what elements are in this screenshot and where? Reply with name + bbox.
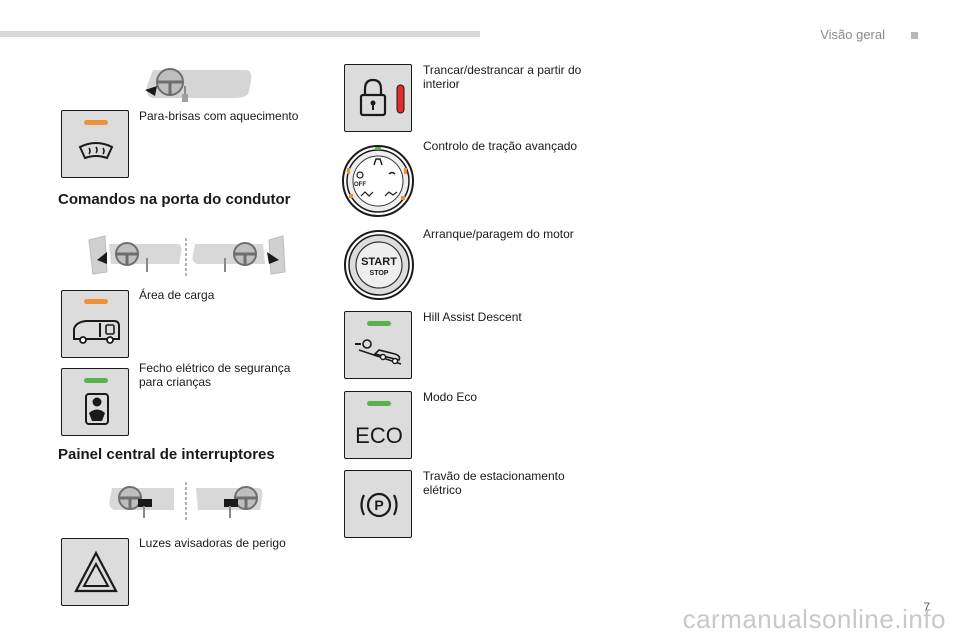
brake-p-text: P [374, 497, 383, 513]
driver-door-heading: Comandos na porta do condutor [58, 191, 291, 208]
hill-descent-label: Hill Assist Descent [423, 310, 522, 324]
header-bar [0, 31, 480, 37]
driver-door-locator-icon [88, 235, 286, 276]
center-panel-locator-icon [109, 482, 263, 520]
center-panel-heading: Painel central de interruptores [58, 446, 275, 463]
hazard-lights-button[interactable] [61, 538, 129, 606]
stop-text: STOP [370, 270, 389, 277]
steering-wheel-locator-icon [145, 68, 252, 102]
heated-windscreen-label: Para-brisas com aquecimento [139, 109, 299, 123]
load-area-lock-button[interactable] [61, 290, 129, 358]
child-lock-button[interactable] [61, 368, 129, 436]
start-stop-label: Arranque/paragem do motor [423, 227, 574, 241]
eco-mode-label: Modo Eco [423, 390, 478, 404]
central-locking-label: Trancar/destrancar a partir do interior [423, 63, 582, 91]
eco-text: ECO [355, 423, 403, 448]
load-area-label: Área de carga [139, 288, 215, 302]
header-square [911, 32, 918, 39]
hill-descent-button[interactable] [344, 311, 412, 379]
traction-control-label: Controlo de tração avançado [423, 139, 578, 153]
central-locking-button[interactable] [344, 64, 412, 132]
child-lock-label: Fecho elétrico de segurança para criança… [139, 361, 291, 389]
traction-control-dial[interactable]: OFF [341, 144, 415, 218]
dial-off-text: OFF [354, 182, 366, 188]
page-number: 7 [923, 600, 930, 614]
eco-mode-button[interactable]: ECO [344, 391, 412, 459]
start-stop-button[interactable]: START STOP [343, 229, 415, 301]
parking-brake-button[interactable]: P [344, 470, 412, 538]
heated-windscreen-button[interactable] [61, 110, 129, 178]
watermark: carmanualsonline.info [682, 604, 946, 634]
parking-brake-label: Travão de estacionamento elétrico [423, 469, 565, 497]
hazard-lights-label: Luzes avisadoras de perigo [139, 536, 286, 550]
start-text: START [361, 256, 397, 268]
section-title: Visão geral [820, 27, 885, 42]
